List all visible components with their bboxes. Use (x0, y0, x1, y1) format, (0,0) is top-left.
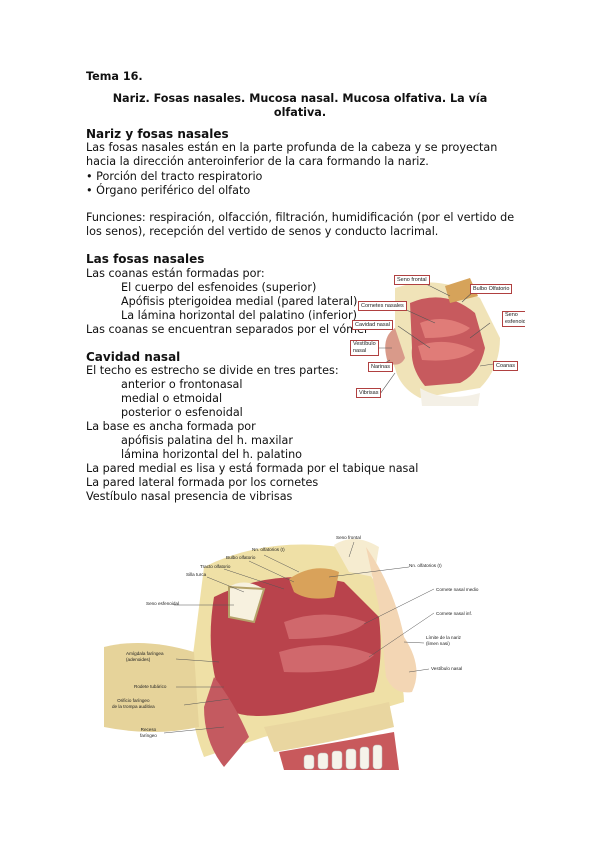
nasal-cavity-illustration-large: Seno frontal Nn. olfatorios (I) Bulbo ol… (104, 527, 496, 770)
page-title: Nariz. Fosas nasales. Mucosa nasal. Muco… (112, 92, 488, 105)
label-silla-turca: Silla turca (186, 572, 207, 577)
label-seno-frontal: Seno frontal (394, 275, 430, 285)
list-item: medial o etmoidal (121, 392, 223, 405)
label-nn-olfatorios: Nn. olfatorios (I) (252, 547, 285, 552)
label-receso-line1: Receso (140, 727, 157, 732)
paragraph-line: Funciones: respiración, olfacción, filtr… (86, 211, 515, 224)
paragraph-line: Las coanas se encuentran separados por e… (86, 323, 369, 336)
label-tracto-olfatorio: Tracto olfatorio (200, 564, 231, 569)
label-bulbo-olfatorio: Bulbo Olfatorio (470, 284, 513, 294)
paragraph-line: La pared medial es lisa y está formada p… (86, 462, 419, 475)
paragraph-line: los senos), recepción del vertido de sen… (86, 225, 439, 238)
label-bulbo-olfatorio-large: Bulbo olfatorio (226, 555, 256, 560)
list-item: La lámina horizontal del palatino (infer… (121, 309, 357, 322)
sagittal-section-illustration (104, 527, 496, 770)
section-heading-cavidad: Cavidad nasal (86, 350, 181, 364)
label-amigdala-line2: (adenoides) (126, 657, 151, 662)
list-item: Apófisis pterigoidea medial (pared later… (121, 295, 358, 308)
label-amigdala-line1: Amígdala faríngea (126, 651, 164, 656)
bullet-item: • Órgano periférico del olfato (86, 184, 251, 197)
label-vestibulo-nasal-large: Vestíbulo nasal (431, 666, 463, 671)
paragraph-line: La pared lateral formada por los cornete… (86, 476, 319, 489)
label-cornetes-nasales: Cornetes nasales (358, 301, 407, 311)
label-seno-esfenoidal-line1: Seno (505, 312, 518, 318)
label-rodete-tubarico: Rodete tubárico (134, 684, 167, 689)
paragraph-line: Vestíbulo nasal presencia de vibrisas (86, 490, 293, 503)
label-vestibulo-nasal-line1: Vestíbulo (353, 341, 376, 347)
label-amigdala-faringea: Amígdala faríngea(adenoides) (126, 651, 164, 663)
list-item: apófisis palatina del h. maxilar (121, 434, 293, 447)
label-receso-line2: faríngeo (140, 733, 157, 738)
paragraph-line: Las fosas nasales están en la parte prof… (86, 141, 498, 154)
label-cavidad-nasal: Cavidad nasal (352, 320, 393, 330)
list-item: anterior o frontonasal (121, 378, 243, 391)
topic-number: Tema 16. (86, 70, 143, 83)
list-item: posterior o esfenoidal (121, 406, 243, 419)
label-limite-nariz-line1: Límite de la nariz (426, 635, 461, 640)
section-heading-nariz: Nariz y fosas nasales (86, 127, 229, 141)
label-nn-olfatorios-right: Nn. olfatorios (I) (409, 563, 442, 568)
bullet-item: • Porción del tracto respiratorio (86, 170, 263, 183)
label-narinas: Narinas (368, 362, 393, 372)
paragraph-line: Las coanas están formadas por: (86, 267, 265, 280)
list-item: lámina horizontal del h. palatino (121, 448, 303, 461)
label-coanas: Coanas (493, 361, 518, 371)
label-orificio-line2: de la trompa auditiva (112, 704, 155, 709)
paragraph-line: hacia la dirección anteroinferior de la … (86, 155, 429, 168)
label-cornete-medio: Cornete nasal medio (436, 587, 479, 592)
label-cornete-inferior: Cornete nasal inf. (436, 611, 473, 616)
section-heading-fosas: Las fosas nasales (86, 252, 205, 266)
label-vestibulo-nasal-line2: nasal (353, 348, 367, 354)
label-limite-nariz: Límite de la nariz(limen nasi) (426, 635, 461, 647)
label-seno-esfenoidal-large: Seno esfenoidal (146, 601, 179, 606)
nasal-anatomy-illustration (372, 278, 501, 406)
nasal-cavity-diagram-small: Seno frontal Bulbo Olfatorio Cornetes na… (350, 268, 525, 408)
label-seno-esfenoidal-line2: esfenoidal (505, 319, 525, 325)
label-seno-frontal-large: Seno frontal (336, 535, 361, 540)
label-orificio-line1: Orificio faríngeo (117, 698, 150, 703)
paragraph-line: La base es ancha formada por (86, 420, 256, 433)
list-item: El cuerpo del esfenoides (superior) (121, 281, 317, 294)
paragraph-line: El techo es estrecho se divide en tres p… (86, 364, 339, 377)
page-title-cont: olfativa. (273, 106, 327, 119)
label-limite-nariz-line2: (limen nasi) (426, 641, 450, 646)
label-vibrisas: Vibrisas (356, 388, 382, 398)
